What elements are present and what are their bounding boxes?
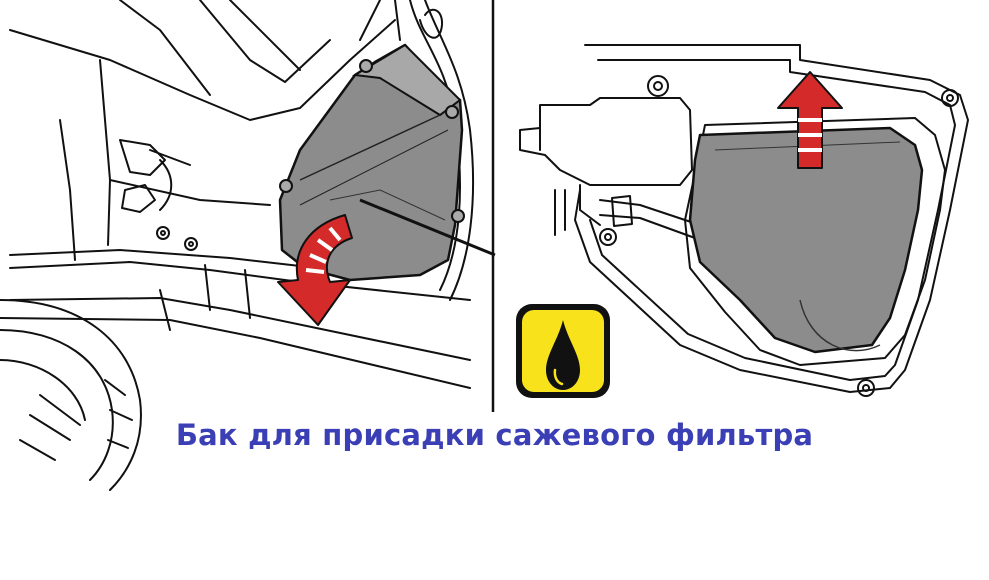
left-tank — [278, 43, 496, 282]
arrow-up-icon — [777, 71, 843, 169]
arrow-down-curved-icon — [277, 214, 353, 326]
figure-caption: Бак для присадки сажевого фильтра — [175, 418, 814, 452]
left-panel — [0, 0, 475, 491]
oil-drop-icon — [516, 304, 610, 398]
